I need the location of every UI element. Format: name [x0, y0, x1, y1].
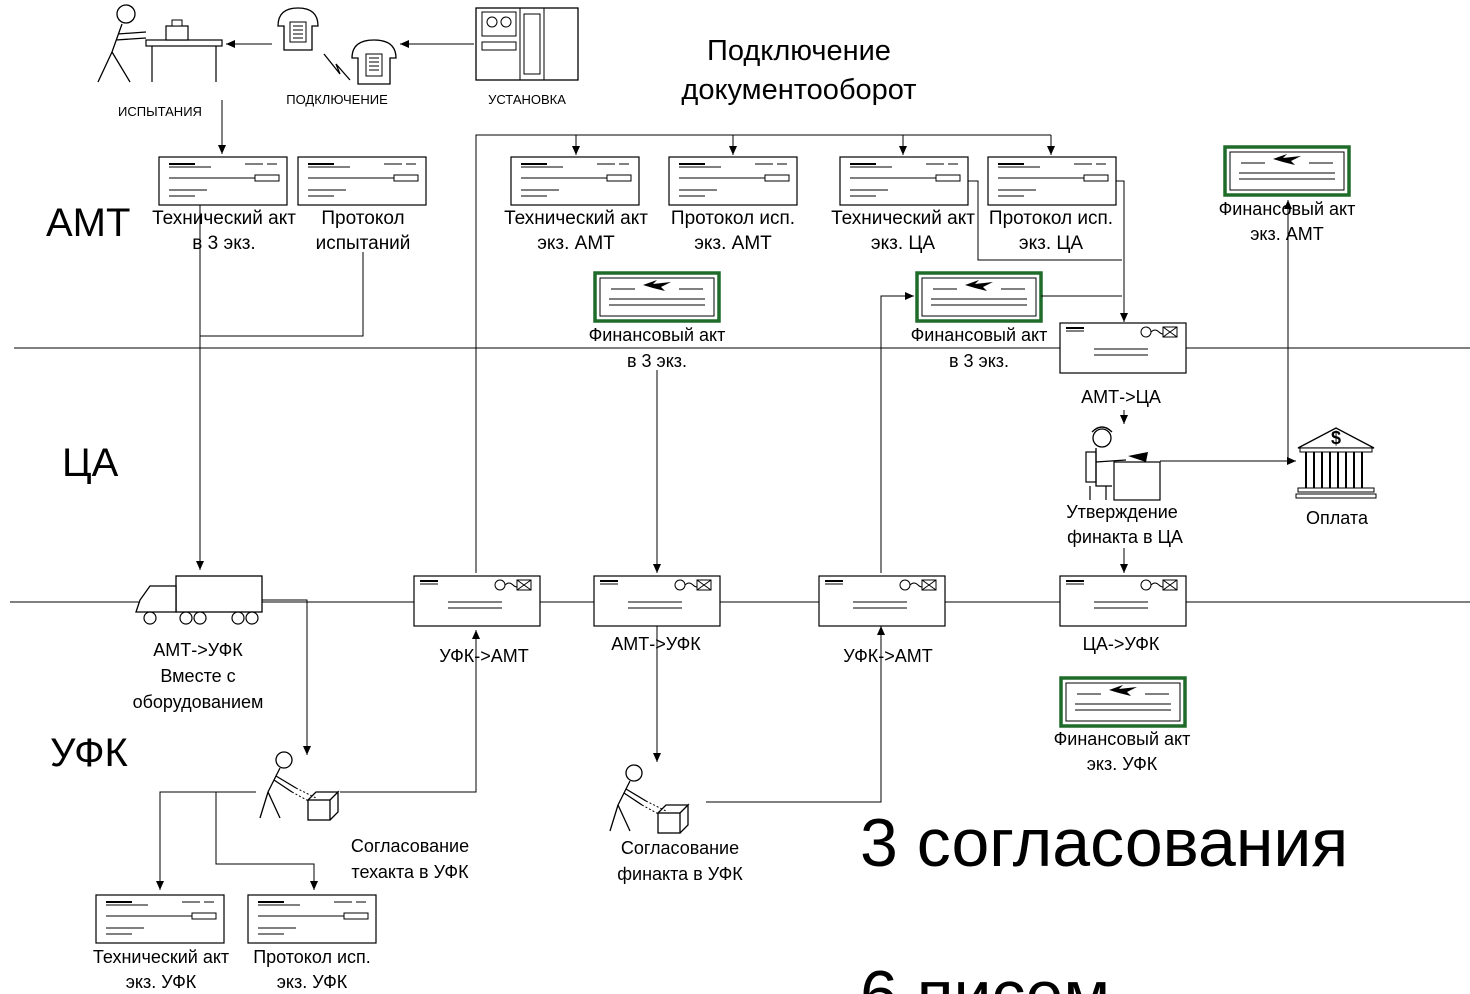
- protocol-amt-doc-icon: [668, 156, 798, 206]
- truck-icon: [135, 575, 263, 625]
- truck-sub-1: Вместе с: [160, 666, 235, 686]
- fin-act-amt-doc-icon: [1223, 145, 1351, 197]
- tech-act-ca-label: Технический акт: [831, 208, 975, 229]
- fin-approval-label: Согласование: [621, 838, 739, 858]
- fin-act-3-a-label: Финансовый акт: [589, 325, 726, 345]
- installation-label: УСТАНОВКА: [488, 92, 566, 107]
- tech-act-ca-doc-icon: [839, 156, 969, 206]
- summary-letters: 6 писем: [860, 957, 1110, 994]
- fin-act-ufk-doc-icon: [1059, 676, 1187, 728]
- tech-act-ufk-sub: экз. УФК: [126, 972, 197, 992]
- fin-act-amt-sub: экз. АМТ: [1250, 224, 1324, 244]
- protocol-amt-sub: экз. АМТ: [694, 233, 772, 254]
- phone-icon: [277, 7, 397, 85]
- tech-act-amt-sub: экз. АМТ: [537, 233, 615, 254]
- approver-worker-icon: [1085, 426, 1161, 501]
- server-icon: [475, 7, 579, 81]
- protocol-ca-label: Протокол исп.: [989, 208, 1113, 229]
- protocol-ufk-sub: экз. УФК: [277, 972, 348, 992]
- payment-label: Оплата: [1306, 508, 1369, 528]
- fin-act-3-b-doc-icon: [915, 271, 1043, 323]
- protocol-ca-sub: экз. ЦА: [1019, 233, 1084, 254]
- letter-ufk-amt-1-label: УФК->АМТ: [439, 646, 529, 666]
- letter-ca-ufk-icon: [1059, 575, 1187, 627]
- fin-act-3-b-sub: в 3 экз.: [949, 351, 1009, 371]
- tech-act-3-label: Технический акт: [152, 208, 296, 229]
- bank-icon: $: [1295, 427, 1377, 499]
- tests-label: ИСПЫТАНИЯ: [118, 104, 202, 119]
- svg-text:$: $: [1331, 428, 1341, 448]
- letter-amt-ufk-label: АМТ->УФК: [611, 634, 701, 654]
- fin-act-ufk-label: Финансовый акт: [1054, 729, 1191, 749]
- protocol-ca-doc-icon: [987, 156, 1117, 206]
- summary-approvals: 3 согласования: [860, 805, 1348, 881]
- fin-approval-sub: финакта в УФК: [617, 864, 743, 884]
- tech-approval-worker-icon: [259, 751, 339, 821]
- truck-sub-2: оборудованием: [133, 692, 264, 712]
- protocol-amt-label: Протокол исп.: [671, 208, 795, 229]
- lane-label-ca: ЦА: [62, 441, 119, 485]
- test-protocol-doc-icon: [297, 156, 427, 206]
- letter-ufk-amt-2-label: УФК->АМТ: [843, 646, 933, 666]
- tests-worker-icon: [97, 4, 223, 83]
- letter-ufk-amt-1-icon: [413, 575, 541, 627]
- approval-ca-sub: финакта в ЦА: [1067, 527, 1183, 547]
- fin-act-ufk-sub: экз. УФК: [1087, 754, 1158, 774]
- header-line-1: Подключение: [707, 35, 891, 67]
- test-protocol-label: Протокол: [321, 208, 404, 229]
- tech-act-3-doc-icon: [158, 156, 288, 206]
- fin-approval-worker-icon: [609, 764, 689, 834]
- fin-act-3-a-doc-icon: [593, 271, 721, 323]
- test-protocol-sub: испытаний: [316, 233, 411, 254]
- tech-act-3-sub: в 3 экз.: [192, 233, 255, 254]
- truck-label: АМТ->УФК: [153, 640, 243, 660]
- protocol-ufk-label: Протокол исп.: [253, 947, 371, 967]
- fin-act-3-b-label: Финансовый акт: [911, 325, 1048, 345]
- tech-approval-label: Согласование: [351, 836, 469, 856]
- tech-approval-sub: техакта в УФК: [351, 862, 469, 882]
- header-line-2: документооборот: [681, 74, 916, 106]
- tech-act-amt-label: Технический акт: [504, 208, 648, 229]
- tech-act-amt-doc-icon: [510, 156, 640, 206]
- letter-amt-ufk-icon: [593, 575, 721, 627]
- protocol-ufk-doc-icon: [247, 894, 377, 944]
- letter-amt-ca-icon: [1059, 322, 1187, 374]
- fin-act-amt-label: Финансовый акт: [1219, 199, 1356, 219]
- connection-label: ПОДКЛЮЧЕНИЕ: [286, 92, 388, 107]
- tech-act-ca-sub: экз. ЦА: [871, 233, 936, 254]
- tech-act-ufk-doc-icon: [95, 894, 225, 944]
- lane-label-amt: АМТ: [46, 201, 130, 245]
- letter-ca-ufk-label: ЦА->УФК: [1083, 634, 1160, 654]
- fin-act-3-a-sub: в 3 экз.: [627, 351, 687, 371]
- letter-ufk-amt-2-icon: [818, 575, 946, 627]
- lane-label-ufk: УФК: [50, 731, 128, 775]
- approval-ca-label: Утверждение: [1066, 502, 1178, 522]
- tech-act-ufk-label: Технический акт: [93, 947, 229, 967]
- letter-amt-ca-label: АМТ->ЦА: [1081, 387, 1161, 407]
